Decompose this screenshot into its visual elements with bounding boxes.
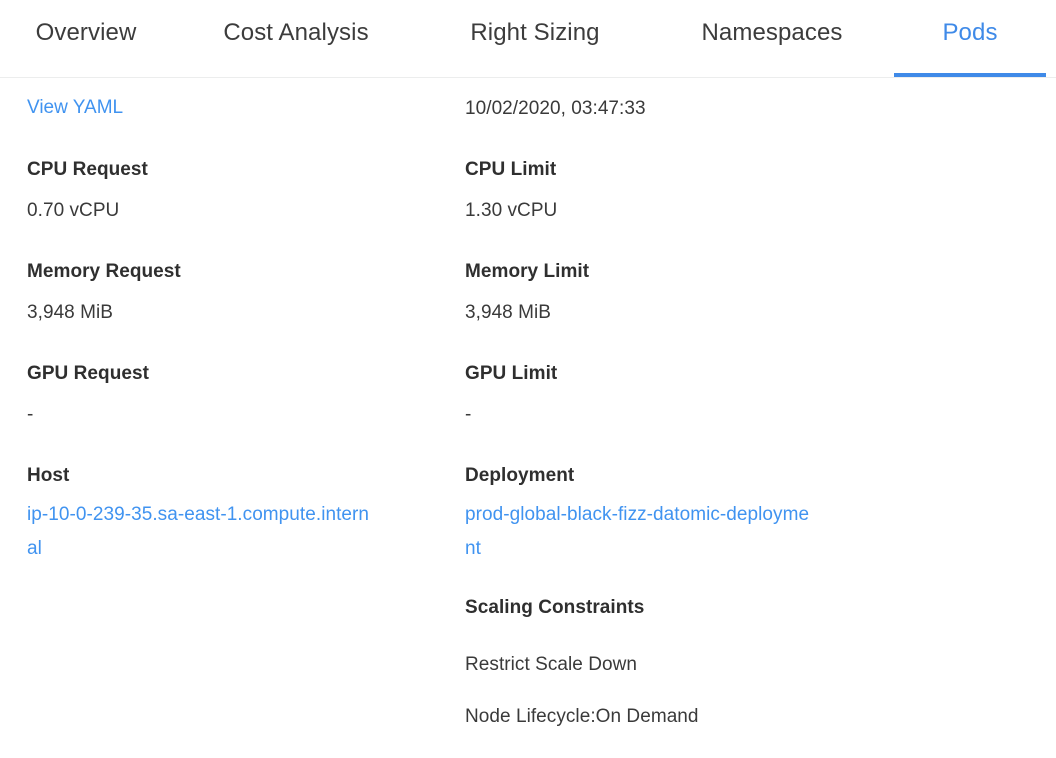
- tab-overview[interactable]: Overview: [0, 0, 172, 77]
- gpu-request-value: -: [27, 404, 34, 425]
- host-link[interactable]: ip-10-0-239-35.sa-east-1.compute.interna…: [27, 504, 370, 559]
- pod-details-content: View YAML CPU Request 0.70 vCPU Memory R…: [0, 78, 1056, 758]
- scaling-constraint-item: Node Lifecycle:On Demand: [465, 706, 699, 727]
- cpu-request-label: CPU Request: [27, 159, 148, 180]
- tab-pods[interactable]: Pods: [894, 0, 1046, 77]
- tab-namespaces-label: Namespaces: [701, 19, 843, 46]
- host-label: Host: [27, 465, 70, 486]
- tab-right-sizing[interactable]: Right Sizing: [432, 0, 638, 77]
- gpu-limit-value: -: [465, 404, 472, 425]
- memory-limit-value: 3,948 MiB: [465, 302, 551, 323]
- active-tab-indicator: [894, 73, 1046, 77]
- scaling-constraint-item: Restrict Scale Down: [465, 654, 638, 675]
- deployment-label: Deployment: [465, 465, 575, 486]
- scaling-constraints-label: Scaling Constraints: [465, 597, 645, 618]
- pod-timestamp: 10/02/2020, 03:47:33: [465, 98, 646, 119]
- deployment-link[interactable]: prod-global-black-fizz-datomic-deploymen…: [465, 504, 810, 559]
- cpu-limit-value: 1.30 vCPU: [465, 200, 558, 221]
- tab-namespaces[interactable]: Namespaces: [676, 0, 868, 77]
- tab-bar: Overview Cost Analysis Right Sizing Name…: [0, 0, 1056, 78]
- cpu-limit-label: CPU Limit: [465, 159, 557, 180]
- tab-pods-label: Pods: [942, 19, 998, 46]
- memory-request-value: 3,948 MiB: [27, 302, 113, 323]
- cpu-request-value: 0.70 vCPU: [27, 200, 120, 221]
- tab-right-sizing-label: Right Sizing: [470, 19, 600, 46]
- tab-overview-label: Overview: [35, 19, 137, 46]
- memory-request-label: Memory Request: [27, 261, 181, 282]
- tab-cost-analysis[interactable]: Cost Analysis: [198, 0, 394, 77]
- gpu-request-label: GPU Request: [27, 363, 149, 384]
- gpu-limit-label: GPU Limit: [465, 363, 558, 384]
- view-yaml-link[interactable]: View YAML: [27, 97, 124, 118]
- memory-limit-label: Memory Limit: [465, 261, 590, 282]
- tab-cost-analysis-label: Cost Analysis: [223, 19, 369, 46]
